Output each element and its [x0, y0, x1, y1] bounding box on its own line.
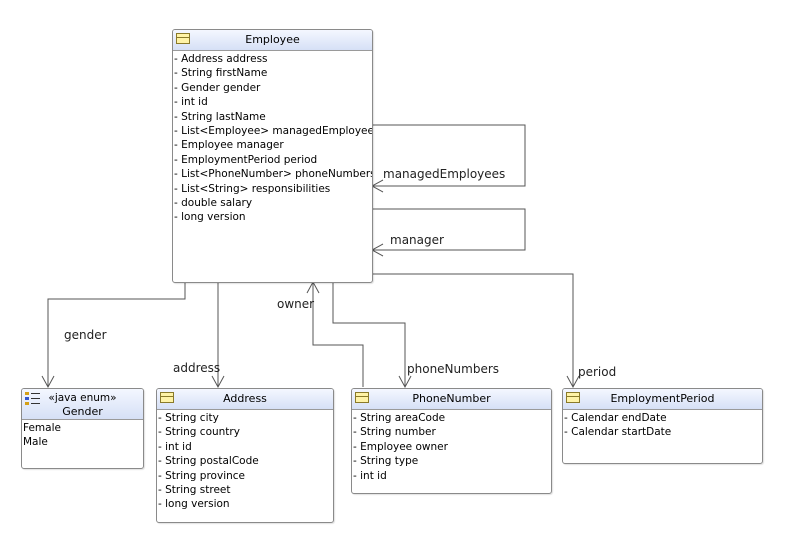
attribute: - double salary: [174, 197, 253, 210]
attribute: - String areaCode: [353, 412, 446, 424]
gender-enum[interactable]: «java enum» Gender Female Male: [21, 388, 144, 469]
gender-literals: Female Male: [22, 420, 143, 450]
employee-attributes: - Address address - String firstName - G…: [173, 51, 372, 225]
attribute: - EmploymentPeriod period: [174, 153, 318, 166]
attribute: - int id: [353, 469, 387, 482]
employment-period-class-name: EmploymentPeriod: [610, 392, 715, 405]
gender-label: gender: [64, 328, 107, 342]
gender-enum-name: Gender: [62, 405, 103, 418]
attribute: - Calendar startDate: [564, 426, 672, 439]
gender-stereotype: «java enum»: [48, 392, 117, 404]
owner-label: owner: [277, 297, 315, 311]
phone-number-class-header: PhoneNumber: [352, 389, 551, 410]
attribute: - Gender gender: [174, 81, 261, 94]
manager-line[interactable]: [372, 208, 526, 251]
attribute: - Employee manager: [174, 139, 284, 152]
phone-numbers-label: phoneNumbers: [407, 362, 500, 376]
attribute: - String province: [158, 469, 245, 482]
class-icon: [566, 392, 580, 403]
address-arrowhead: [211, 375, 225, 389]
phone-numbers-arrowhead: [398, 375, 412, 389]
phone-number-class-name: PhoneNumber: [412, 392, 491, 405]
enum-icon: [25, 392, 40, 406]
managed-employees-label: managedEmployees: [383, 167, 506, 181]
enum-literal: Male: [23, 436, 48, 449]
enum-literal: Female: [23, 422, 61, 434]
attribute: - String city: [158, 412, 219, 424]
managed-employees-line[interactable]: [372, 124, 526, 187]
address-class-name: Address: [223, 392, 267, 405]
class-icon: [160, 392, 174, 403]
period-label: period: [578, 365, 617, 379]
manager-label: manager: [390, 233, 444, 247]
phone-number-class[interactable]: PhoneNumber - String areaCode - String n…: [351, 388, 552, 494]
gender-line[interactable]: [47, 281, 186, 387]
phone-number-attributes: - String areaCode - String number - Empl…: [352, 410, 551, 483]
attribute: - Calendar endDate: [564, 412, 667, 424]
employment-period-class[interactable]: EmploymentPeriod - Calendar endDate - Ca…: [562, 388, 763, 464]
attribute: - Employee owner: [353, 440, 448, 453]
attribute: - int id: [174, 96, 208, 109]
employee-class-header: Employee: [173, 30, 372, 51]
employment-period-class-header: EmploymentPeriod: [563, 389, 762, 410]
attribute: - String number: [353, 426, 436, 439]
attribute: - long version: [174, 211, 246, 224]
address-class-header: Address: [157, 389, 333, 410]
employee-class-name: Employee: [245, 33, 300, 46]
address-attributes: - String city - String country - int id …: [157, 410, 333, 512]
class-icon: [176, 33, 190, 44]
owner-line[interactable]: [312, 282, 364, 387]
gender-arrowhead: [41, 375, 55, 389]
employee-class[interactable]: Employee - Address address - String firs…: [172, 29, 373, 283]
period-arrowhead: [566, 375, 580, 389]
attribute: - String street: [158, 484, 231, 497]
address-label: address: [173, 361, 221, 375]
attribute: - List<Employee> managedEmployees: [174, 125, 373, 138]
employment-period-attributes: - Calendar endDate - Calendar startDate: [563, 410, 762, 440]
attribute: - String type: [353, 455, 419, 468]
class-icon: [355, 392, 369, 403]
gender-enum-header: «java enum» Gender: [22, 389, 143, 420]
attribute: - List<String> responsibilities: [174, 182, 331, 195]
attribute: - int id: [158, 440, 192, 453]
attribute: - List<PhoneNumber> phoneNumbers: [174, 168, 373, 181]
address-class[interactable]: Address - String city - String country -…: [156, 388, 334, 523]
attribute: - String country: [158, 426, 240, 439]
attribute: - Address address: [174, 53, 268, 65]
phone-numbers-line[interactable]: [332, 281, 406, 387]
attribute: - String lastName: [174, 110, 266, 123]
attribute: - long version: [158, 498, 230, 511]
period-line[interactable]: [370, 273, 574, 387]
attribute: - String firstName: [174, 67, 268, 80]
attribute: - String postalCode: [158, 455, 259, 468]
